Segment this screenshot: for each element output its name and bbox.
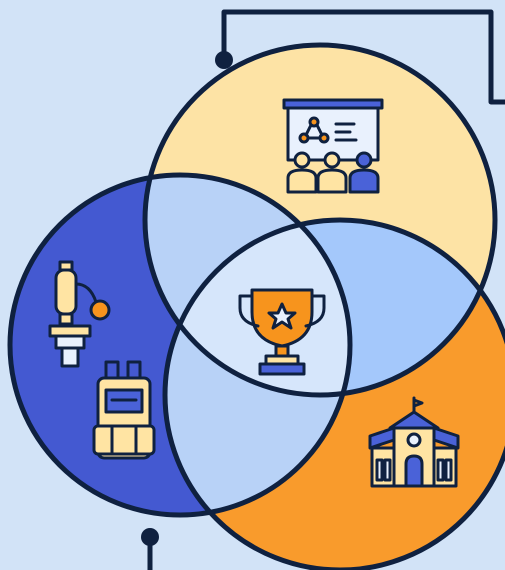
- microscope-icon: [48, 260, 111, 368]
- audience: [286, 151, 380, 194]
- trophy-icon: [238, 288, 326, 376]
- school-building-icon: [368, 396, 460, 488]
- connector-bottom: [141, 528, 159, 570]
- connector-bottom-dot: [141, 528, 159, 546]
- presentation-meeting-icon: [282, 98, 384, 194]
- connector-top: [215, 9, 505, 105]
- backpack-icon: [92, 360, 156, 460]
- circle-outlines: [7, 42, 505, 570]
- connector-top-dot: [215, 51, 233, 69]
